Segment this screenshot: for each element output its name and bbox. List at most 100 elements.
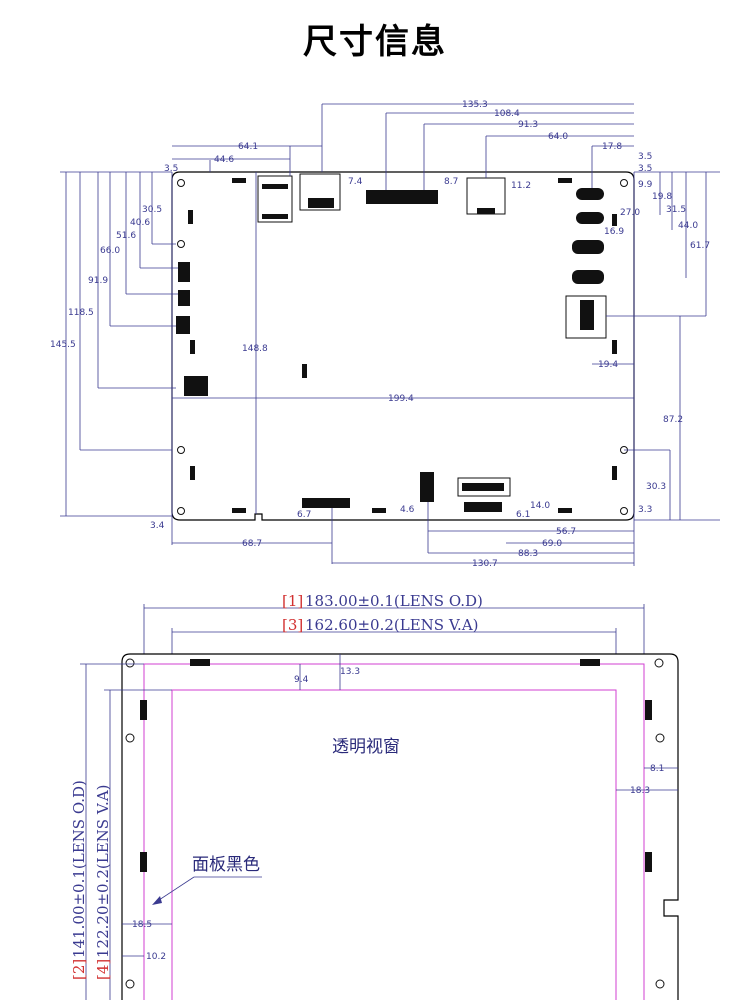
clip-tab — [645, 852, 652, 872]
connector — [188, 210, 193, 224]
dim-label: 31.5 — [666, 205, 686, 215]
dim-label: 44.0 — [678, 221, 698, 231]
height-va-label: 122.20±0.2(LENS V.A) — [94, 784, 112, 958]
ic-chip — [184, 376, 208, 396]
dim-label: 19.4 — [598, 360, 618, 370]
mount-hole — [655, 979, 665, 989]
clip-tab — [645, 700, 652, 720]
dim-label: 6.1 — [516, 510, 530, 520]
connector — [372, 508, 386, 513]
dim-label: 13.3 — [340, 667, 360, 677]
dim-label: 68.7 — [242, 539, 262, 549]
connector — [612, 340, 617, 354]
header-pins — [462, 483, 504, 491]
dim-label: 11.2 — [511, 181, 531, 191]
dim-label: 199.4 — [388, 394, 414, 404]
audio-jack — [572, 270, 604, 284]
connector — [262, 214, 288, 219]
dim-label: 64.1 — [238, 142, 258, 152]
connector — [558, 178, 572, 183]
connector — [464, 502, 502, 512]
window-label: 透明视窗 — [332, 737, 400, 757]
mount-hole — [655, 733, 665, 743]
panel-outline — [121, 653, 679, 1000]
connector — [190, 340, 195, 354]
lens-va-tag: [3] — [282, 616, 303, 634]
dim-label: 44.6 — [214, 155, 234, 165]
connector — [262, 184, 288, 189]
mount-hole — [654, 658, 664, 668]
mount-hole — [177, 240, 185, 248]
dim-label: 3.5 — [164, 164, 178, 174]
leader-line — [155, 876, 195, 903]
dim-label: 91.9 — [88, 276, 108, 286]
usb-port — [308, 198, 334, 208]
connector — [232, 508, 246, 513]
lens-va-outline — [171, 689, 617, 1000]
dim-label: 130.7 — [472, 559, 498, 569]
dim-label: 61.7 — [690, 241, 710, 251]
mount-hole — [125, 979, 135, 989]
clip-tab — [580, 659, 600, 666]
dim-label: 18.5 — [132, 920, 152, 930]
connector — [302, 364, 307, 378]
dim-label: 91.3 — [518, 120, 538, 130]
dim-label: 51.6 — [116, 231, 136, 241]
height-od-label: 141.00±0.1(LENS O.D) — [70, 780, 88, 958]
bottom-panel-drawing: [1] 183.00±0.1(LENS O.D) [3] 162.60±0.2(… — [70, 592, 679, 1000]
dim-label: 88.3 — [518, 549, 538, 559]
capacitor — [420, 472, 434, 502]
dim-label: 108.4 — [494, 109, 520, 119]
usb-port — [299, 173, 341, 211]
header-pins — [457, 477, 511, 497]
dim-label: 135.3 — [462, 100, 488, 110]
ffc-connector — [302, 498, 350, 508]
connector — [190, 466, 195, 480]
dim-label: 7.4 — [348, 177, 363, 187]
ffc-connector — [366, 190, 438, 204]
mount-hole — [125, 658, 135, 668]
audio-jack — [576, 188, 604, 200]
mount-hole — [620, 179, 628, 187]
height-va-dim: [4] 122.20±0.2(LENS V.A) — [94, 784, 112, 980]
mount-hole — [177, 179, 185, 187]
dim-label: 19.8 — [652, 192, 672, 202]
clip-tab — [140, 852, 147, 872]
dim-label: 148.8 — [242, 344, 268, 354]
ic-chip — [176, 316, 190, 334]
height-od-tag: [2] — [70, 959, 88, 980]
dim-label: 4.6 — [400, 505, 415, 515]
rj45-port — [565, 295, 607, 339]
dim-label: 56.7 — [556, 527, 576, 537]
dim-label: 9.4 — [294, 675, 309, 685]
dim-label: 69.0 — [542, 539, 562, 549]
rj45-port — [580, 300, 594, 330]
mount-hole — [177, 446, 185, 454]
dim-label: 10.2 — [146, 952, 166, 962]
dim-label: 16.9 — [604, 227, 624, 237]
dim-label: 64.0 — [548, 132, 568, 142]
connector — [612, 214, 617, 226]
lens-od-tag: [1] — [282, 592, 303, 610]
top-board-drawing: 135.3 108.4 91.3 64.0 17.8 3.5 3.5 64.1 … — [50, 100, 720, 569]
dim-label: 145.5 — [50, 340, 76, 350]
leader-arrow — [152, 896, 162, 905]
dim-label: 40.6 — [130, 218, 150, 228]
audio-jack — [572, 240, 604, 254]
height-va-tag: [4] — [94, 959, 112, 980]
dim-label: 27.0 — [620, 208, 640, 218]
lens-od-outline — [143, 663, 645, 1000]
lens-va-label: 162.60±0.2(LENS V.A) — [305, 616, 479, 634]
dim-label: 3.5 — [638, 152, 652, 162]
hdmi-port — [477, 208, 495, 214]
page-title: 尺寸信息 — [303, 22, 447, 62]
connector — [257, 175, 293, 223]
ic-chip — [178, 290, 190, 306]
dim-label: 14.0 — [530, 501, 550, 511]
dim-label: 3.4 — [150, 521, 165, 531]
dim-label: 9.9 — [638, 180, 653, 190]
dim-label: 8.1 — [650, 764, 664, 774]
ic-chip — [178, 262, 190, 282]
